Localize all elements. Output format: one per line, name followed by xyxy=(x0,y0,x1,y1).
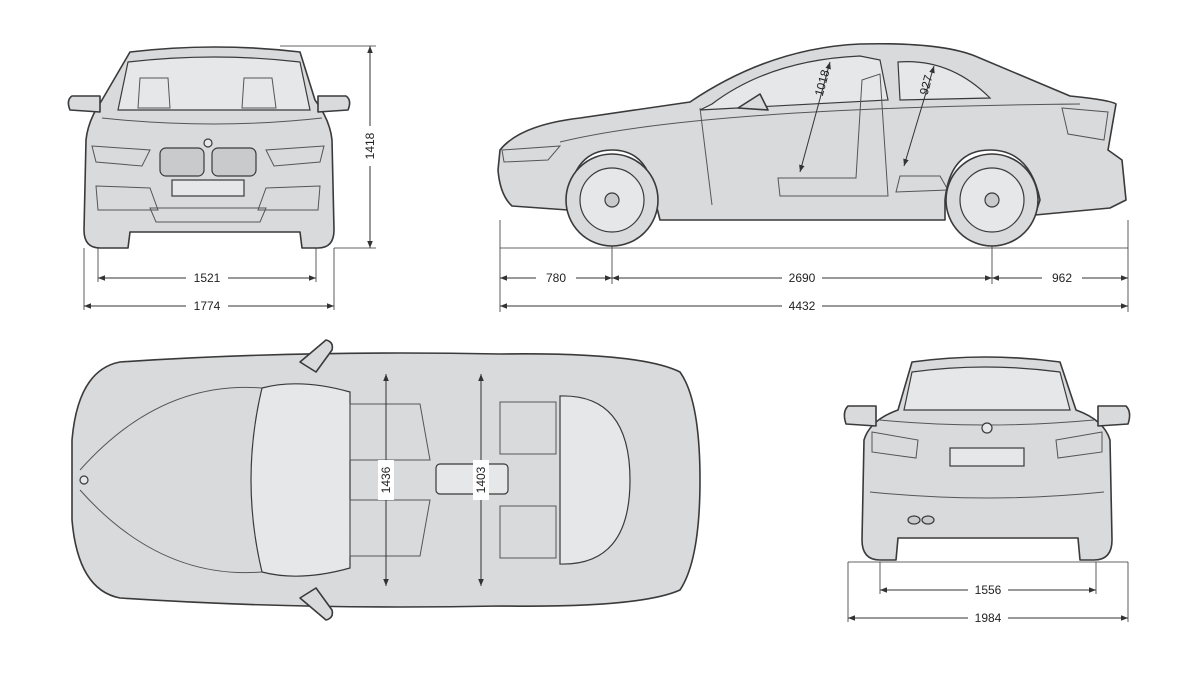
front-overhang-label: 780 xyxy=(546,271,566,285)
front-view xyxy=(67,46,351,249)
rear-overhang-label: 962 xyxy=(1052,271,1072,285)
top-mirror-upper xyxy=(299,339,334,373)
front-windshield xyxy=(117,56,311,111)
side-taillight xyxy=(1061,107,1109,141)
front-headroom-label: 927 xyxy=(917,73,936,96)
front-headlight-right xyxy=(265,145,325,167)
kidney-grille-right xyxy=(211,147,257,177)
front-dimensions: 1521 1774 1418 xyxy=(83,45,378,314)
side-dimensions: 780 2690 962 4432 1018 927 xyxy=(499,61,1129,314)
top-mirror-lower xyxy=(299,587,334,621)
front-fog-light-left xyxy=(95,185,159,211)
top-front-seat-left xyxy=(349,403,431,461)
front-license-plate xyxy=(171,179,245,197)
rear-license-plate xyxy=(949,447,1025,467)
top-center-console xyxy=(435,463,509,495)
side-seat-front xyxy=(777,73,889,197)
rear-taillight-left xyxy=(871,431,919,459)
top-rear-seat-left xyxy=(499,401,557,455)
wheelbase-label: 2690 xyxy=(789,271,816,285)
front-hood-line xyxy=(101,117,323,125)
rear-window xyxy=(903,366,1071,411)
rear-dimensions: 1556 1984 xyxy=(847,561,1129,626)
top-windshield xyxy=(250,383,351,577)
top-rear-window xyxy=(559,395,631,565)
top-hood-crease-upper xyxy=(79,386,263,471)
side-door-line xyxy=(699,107,713,206)
top-rear-seat-right xyxy=(499,505,557,559)
front-mirror-right xyxy=(317,95,351,113)
rear-mirror-left xyxy=(843,405,877,427)
rear-headroom-label: 1018 xyxy=(812,68,833,98)
height-label: 1418 xyxy=(363,132,377,159)
top-front-seat-right xyxy=(349,499,431,557)
rear-exhaust-right xyxy=(921,515,935,525)
front-wheel-hub xyxy=(604,192,620,208)
front-width-label: 1774 xyxy=(194,299,221,313)
rear-headroom-dimension-line xyxy=(799,61,831,173)
rear-shoulder-width-label: 1403 xyxy=(474,466,488,493)
front-lower-intake xyxy=(149,207,267,223)
front-seat-left xyxy=(137,77,171,109)
kidney-grille-left xyxy=(159,147,205,177)
front-shoulder-width-label: 1436 xyxy=(379,466,393,493)
width-with-mirrors-label: 1984 xyxy=(975,611,1002,625)
side-view xyxy=(497,42,1127,247)
top-hood-crease-lower xyxy=(79,489,263,574)
top-dimensions: 1436 1403 xyxy=(378,374,489,586)
front-track-label: 1521 xyxy=(194,271,221,285)
length-label: 4432 xyxy=(789,299,816,313)
rear-wheel-hub xyxy=(984,192,1000,208)
front-seat-right xyxy=(241,77,277,109)
side-mirror xyxy=(737,93,769,111)
rear-mirror-right xyxy=(1097,405,1131,427)
rear-exhaust-left xyxy=(907,515,921,525)
front-headroom-dimension-line xyxy=(903,65,935,167)
rear-track-label: 1556 xyxy=(975,583,1002,597)
rear-view xyxy=(843,356,1131,561)
top-logo-icon xyxy=(79,475,89,485)
rear-logo-icon xyxy=(981,422,993,434)
front-headlight-left xyxy=(91,145,151,167)
rear-taillight-right xyxy=(1055,431,1103,459)
rear-bumper-line xyxy=(869,491,1105,499)
side-headlight xyxy=(501,145,562,163)
side-beltline xyxy=(559,103,1081,143)
front-fog-light-right xyxy=(257,185,321,211)
front-mirror-left xyxy=(67,95,101,113)
front-logo-icon xyxy=(203,138,213,148)
